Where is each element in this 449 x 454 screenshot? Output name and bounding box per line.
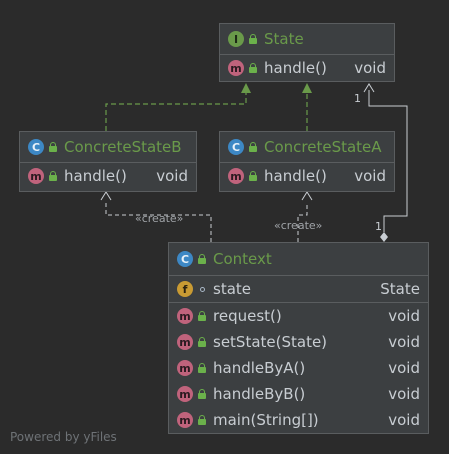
public-lock-icon	[197, 389, 207, 399]
realization-arrowhead-a	[302, 83, 312, 93]
aggregation-edge	[368, 90, 408, 232]
method-type: void	[388, 307, 420, 325]
interface-icon: I	[228, 31, 244, 47]
public-lock-icon	[248, 171, 258, 181]
concrete-state-a-node[interactable]: C ConcreteStateA m handle() void	[219, 131, 395, 192]
public-lock-icon	[197, 311, 207, 321]
method-name: handleByA()	[213, 359, 306, 377]
method-name: handleByB()	[213, 385, 306, 403]
node-title: Context	[213, 250, 272, 268]
method-row: m handle() void	[220, 163, 394, 189]
create-edge-b	[105, 202, 212, 242]
method-icon: m	[177, 334, 193, 350]
node-title: ConcreteStateB	[64, 138, 182, 156]
powered-by-footer: Powered by yFiles	[10, 430, 117, 444]
create-arrowhead-a	[301, 191, 313, 201]
method-row: m main(String[]) void	[169, 407, 428, 433]
method-type: void	[388, 359, 420, 377]
state-interface-node[interactable]: I State m handle() void	[219, 23, 395, 82]
concrete-state-b-header: C ConcreteStateB	[20, 132, 196, 163]
field-icon: f	[177, 281, 193, 297]
method-type: void	[388, 333, 420, 351]
method-type: void	[388, 385, 420, 403]
public-lock-icon	[48, 142, 58, 152]
multiplicity-state: 1	[354, 92, 361, 105]
method-type: void	[388, 411, 420, 429]
node-title: State	[264, 30, 304, 48]
node-title: ConcreteStateA	[264, 138, 382, 156]
method-row: m handleByB() void	[169, 381, 428, 407]
context-class-node[interactable]: C Context f state State m request() void…	[168, 242, 429, 434]
method-icon: m	[228, 168, 244, 184]
method-row: m handle() void	[220, 55, 394, 81]
method-icon: m	[177, 386, 193, 402]
method-name: setState(State)	[213, 333, 328, 351]
state-header: I State	[220, 24, 394, 55]
public-lock-icon	[248, 142, 258, 152]
realization-b-to-state	[105, 92, 247, 131]
concrete-state-a-header: C ConcreteStateA	[220, 132, 394, 163]
class-icon: C	[177, 251, 193, 267]
method-icon: m	[228, 60, 244, 76]
method-name: handle()	[264, 167, 327, 185]
method-row: m request() void	[169, 303, 428, 329]
public-lock-icon	[248, 63, 258, 73]
method-icon: m	[177, 412, 193, 428]
field-row: f state State	[169, 276, 428, 303]
method-type: void	[156, 167, 188, 185]
method-row: m handle() void	[20, 163, 196, 189]
public-lock-icon	[197, 415, 207, 425]
create-label-a: «create»	[274, 219, 323, 232]
public-lock-icon	[197, 337, 207, 347]
field-type: State	[380, 280, 420, 298]
public-lock-icon	[197, 363, 207, 373]
public-lock-icon	[48, 171, 58, 181]
method-icon: m	[177, 308, 193, 324]
method-row: m setState(State) void	[169, 329, 428, 355]
method-type: void	[354, 167, 386, 185]
context-header: C Context	[169, 243, 428, 276]
class-icon: C	[228, 139, 244, 155]
aggregation-diamond	[380, 232, 388, 242]
public-lock-icon	[197, 254, 207, 264]
method-name: main(String[])	[213, 411, 319, 429]
method-icon: m	[177, 360, 193, 376]
method-name: handle()	[64, 167, 127, 185]
method-type: void	[354, 59, 386, 77]
method-icon: m	[28, 168, 44, 184]
aggregation-arrowhead	[363, 83, 375, 93]
package-private-icon	[197, 284, 207, 294]
field-name: state	[213, 280, 251, 298]
method-name: request()	[213, 307, 282, 325]
method-row: m handleByA() void	[169, 355, 428, 381]
create-edge-a	[297, 202, 308, 242]
multiplicity-context: 1	[375, 220, 382, 233]
method-name: handle()	[264, 59, 327, 77]
create-label-b: «create»	[135, 212, 184, 225]
create-arrowhead-b	[100, 191, 112, 201]
concrete-state-b-node[interactable]: C ConcreteStateB m handle() void	[19, 131, 197, 192]
public-lock-icon	[248, 34, 258, 44]
realization-arrowhead-b	[241, 83, 251, 93]
class-icon: C	[28, 139, 44, 155]
